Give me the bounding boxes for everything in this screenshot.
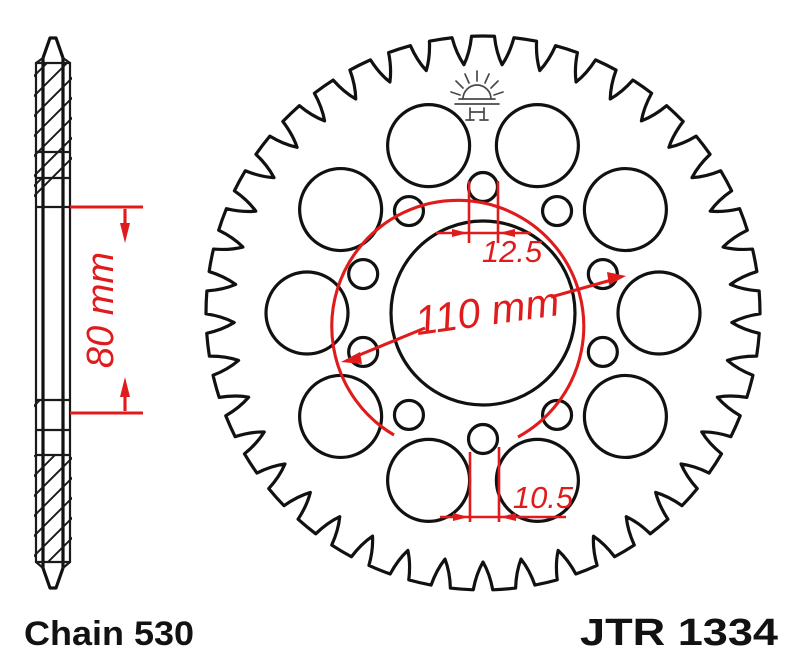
dimension-12-5-label: 12.5 [482, 234, 543, 269]
lightening-hole [494, 437, 580, 523]
lightening-hole [582, 166, 668, 253]
pcd-arc [330, 198, 586, 439]
dimension-80mm-label: 80 mm [80, 252, 122, 368]
bolt-hole [347, 335, 380, 369]
arrow-12-5-right [499, 229, 515, 237]
arrow-110-right [607, 272, 626, 285]
bolt-hole [540, 194, 574, 228]
bolt-hole [392, 398, 426, 432]
dimension-12-5: 12.5 [436, 181, 543, 269]
dimension-80mm: 80 mm [70, 205, 143, 415]
side-outline [41, 36, 65, 590]
side-hatch-upper [34, 62, 72, 198]
chain-caption: Chain 530 [24, 615, 194, 653]
lightening-hole [582, 373, 668, 460]
bolt-hole [466, 422, 500, 456]
bolt-hole [392, 194, 426, 228]
bolt-hole [586, 257, 619, 291]
arrow-10-5-left [453, 513, 469, 521]
bolt-hole [540, 398, 574, 432]
arrow-12-5-left [452, 229, 468, 237]
arrow-10-5-right [500, 513, 516, 521]
bolt-hole [466, 170, 500, 204]
bolt-circle-pcd [330, 198, 586, 439]
side-hatch-lower [34, 455, 72, 563]
lightening-hole [386, 103, 472, 189]
lightening-hole [616, 270, 702, 356]
bolt-hole [347, 257, 380, 291]
bolt-hole [586, 335, 619, 369]
arrowhead-bottom [120, 377, 130, 397]
dimension-10-5-label: 10.5 [513, 480, 574, 515]
leader-110-right [550, 277, 616, 299]
lightening-hole [494, 103, 580, 189]
lightening-hole [386, 437, 472, 523]
side-section-view [34, 36, 72, 590]
lightening-hole [264, 270, 350, 356]
dimension-10-5: 10.5 [440, 447, 574, 522]
leader-110-left [351, 326, 426, 360]
arrow-110-left [341, 352, 362, 364]
part-number-caption: JTR 1334 [580, 612, 778, 654]
dimension-110-number: 110 mm [412, 278, 562, 344]
sunrise-logo [450, 70, 504, 121]
sprocket-teeth-profile [204, 34, 762, 592]
center-bore [389, 219, 577, 407]
side-hatch-upper-small [34, 178, 44, 188]
side-band-separators [34, 61, 72, 564]
arrowhead-top [120, 223, 130, 243]
lightening-holes-group [264, 103, 702, 523]
lightening-hole [298, 166, 384, 253]
